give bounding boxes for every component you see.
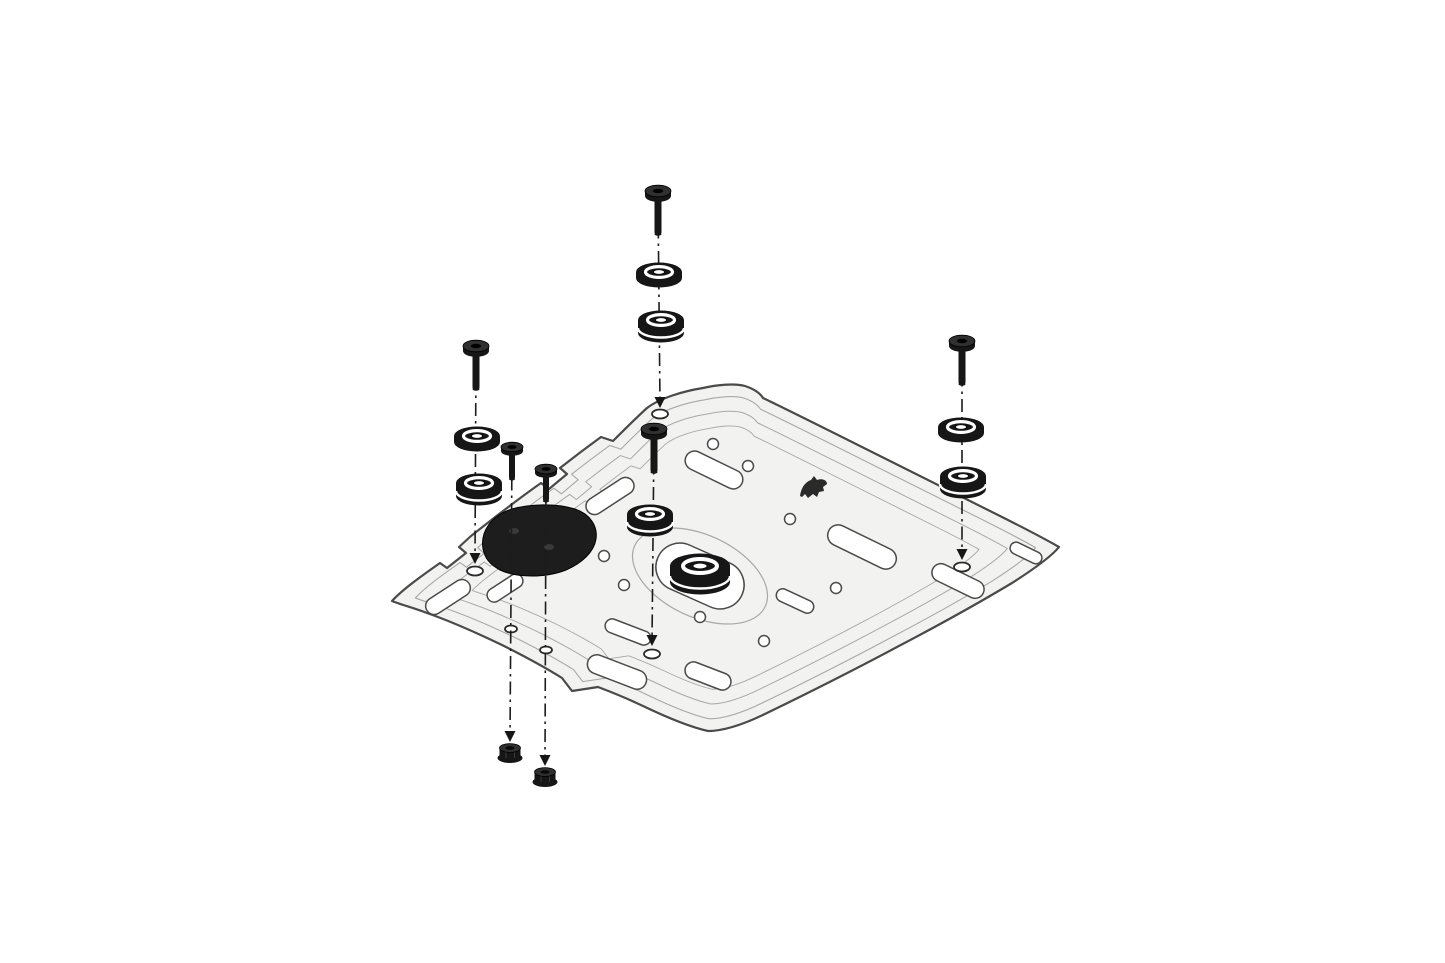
- round-hole: [693, 610, 707, 624]
- mounting-hole-right: [953, 561, 971, 573]
- countersunk-screw-long: [462, 339, 490, 392]
- slot-cutout: [775, 588, 815, 614]
- rubber-spacer-grommet: [938, 464, 988, 501]
- slot-cutout: [684, 450, 744, 490]
- guide-line-adapter-2: [544, 473, 547, 763]
- flat-rubber-washer: [452, 424, 502, 454]
- slot-cutout: [586, 654, 648, 690]
- slot-cutout: [684, 661, 732, 691]
- countersunk-screw-short: [500, 441, 524, 481]
- guide-line-adapter-1: [509, 451, 513, 739]
- slot-cutout: [826, 524, 898, 570]
- countersunk-screw-long: [948, 334, 976, 387]
- round-holes: [597, 437, 843, 648]
- arrowhead: [539, 755, 551, 766]
- slot-cutout: [424, 578, 472, 616]
- adapter-hole-2: [539, 645, 553, 655]
- round-hole: [597, 549, 611, 563]
- arrowhead: [504, 731, 516, 742]
- adapter-bracket-hole: [509, 528, 519, 534]
- round-hole: [741, 459, 755, 473]
- slot-cutout: [585, 476, 635, 516]
- mounting-hole-top: [651, 408, 669, 420]
- flat-rubber-washer: [634, 260, 684, 290]
- center-platform-contour: [631, 527, 769, 625]
- hex-flange-nut: [532, 767, 558, 788]
- rubber-spacer-grommet: [454, 471, 504, 508]
- hex-flange-nut: [497, 743, 523, 764]
- flat-rubber-washer: [936, 415, 986, 445]
- rubber-spacer-grommet: [625, 502, 675, 539]
- countersunk-screw-long: [644, 184, 672, 237]
- slot-cutout: [931, 562, 985, 600]
- round-hole: [617, 578, 631, 592]
- slot-cutout: [1009, 541, 1043, 565]
- large-center-grommet: [668, 551, 732, 597]
- slot-cutout: [486, 573, 524, 603]
- rubber-spacer-grommet: [636, 308, 686, 345]
- round-hole: [829, 581, 843, 595]
- round-hole: [783, 512, 797, 526]
- round-hole: [706, 437, 720, 451]
- brand-horse-logo-icon: [800, 476, 827, 498]
- mounting-hole-center: [643, 648, 661, 660]
- round-hole: [757, 634, 771, 648]
- mounting-hole-left: [466, 565, 484, 577]
